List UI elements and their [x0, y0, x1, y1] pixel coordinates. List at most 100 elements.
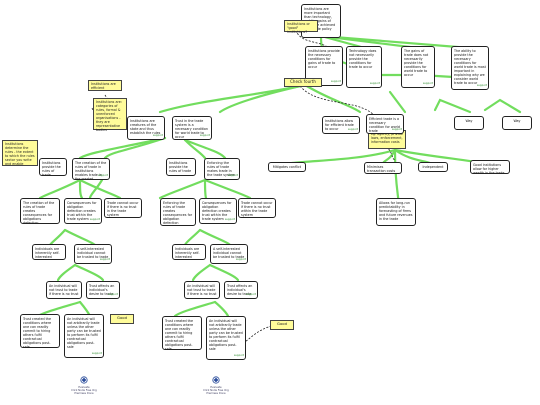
cannot-be-trusted-node[interactable]: A self-interested individual cannot be t… [74, 244, 112, 264]
node-text: Trust affects an individual's desire to … [89, 283, 115, 296]
mitigates-conflict-node[interactable]: Mitigates conflict [268, 162, 306, 172]
independent-node[interactable]: Independent [418, 162, 448, 172]
node-text: Mitigates conflict [272, 164, 302, 169]
note-text: Institutions are: categories of rules, f… [96, 100, 122, 132]
node-text: Way [513, 118, 521, 123]
note-institutions-definition[interactable]: Institutions are: categories of rules, f… [93, 98, 127, 132]
note-check-fourth[interactable]: Check fourth [284, 78, 322, 87]
creation-consequences-node[interactable]: The creation of the rules of trade creat… [20, 198, 60, 224]
support-tag: support [90, 217, 100, 221]
efficient-trade-node[interactable]: Efficient trade is a necessary condition… [366, 114, 404, 134]
node-text: A self-interested individual cannot be t… [213, 246, 245, 259]
evaluate-icon [212, 376, 220, 384]
evaluate-logo-left[interactable]: Evaluate Click Node Free Org Premises Do… [64, 376, 104, 395]
node-text: Institutions provide the rules of trade [42, 160, 61, 176]
self-interested-node[interactable]: Individuals are inherently self-interest… [172, 244, 206, 260]
trust-desire-node[interactable]: Trust affects an individual's desire to … [86, 281, 120, 299]
note-text: Institutions are efficient [91, 82, 116, 90]
arbitrary-trade-node[interactable]: An individual will not arbitrarily trade… [206, 316, 246, 360]
trust-conditions-node[interactable]: Trust created the conditions where one c… [162, 316, 202, 350]
institutions-efficient-trade-node[interactable]: Institutions allow for efficient trade t… [322, 116, 360, 134]
premise-node[interactable]: Institutions provide the necessary condi… [305, 46, 343, 86]
consequences-trust-node[interactable]: Consequences for obligation defection cr… [64, 198, 102, 224]
self-interested-node[interactable]: Individuals are inherently self-interest… [32, 244, 66, 260]
node-text: Institutions allow for efficient trade t… [325, 118, 354, 131]
note-text: eg. agency, private laws, enforcement, i… [371, 132, 403, 144]
node-text: Enforcing the rules of trade creates con… [163, 200, 193, 225]
node-text: Trade cannot occur if there is no trust … [107, 200, 139, 217]
trust-desire-node[interactable]: Trust affects an individual's desire to … [224, 281, 258, 299]
support-tag: support [246, 292, 256, 296]
premise-node[interactable]: Technology does not necessarily provide … [346, 46, 382, 88]
node-text: Good institutions allow for higher wealt… [473, 162, 505, 174]
node-text: Individuals are inherently self-interest… [175, 246, 200, 259]
node-text: A self-interested individual cannot be t… [77, 246, 109, 259]
node-text: Institutions provide the necessary condi… [308, 48, 340, 69]
no-trust-no-trade-node[interactable]: Trade cannot occur if there is no trust … [104, 198, 142, 218]
node-text: Way [465, 118, 473, 123]
support-tag: support [98, 173, 108, 177]
node-text: An individual will not trust to trade if… [49, 283, 79, 296]
rules-of-trade-node[interactable]: Institutions provide the rules of trade [39, 158, 67, 176]
no-trust-no-trade-node[interactable]: Trade cannot occur if there is no trust … [238, 198, 276, 218]
support-tag: support [477, 83, 487, 87]
way-node[interactable]: Way [454, 116, 484, 130]
note-institutions-efficient[interactable]: Institutions are efficient [88, 80, 122, 91]
node-text: An individual will not arbitrarily trade… [67, 316, 101, 350]
enforcing-rules-node[interactable]: Enforcing the rules of trade makes trade… [204, 158, 240, 180]
evaluate-icon [80, 376, 88, 384]
node-text: Allows for long-run predictability in fo… [379, 200, 413, 221]
support-tag: support [225, 217, 235, 221]
note-text: Institutions or "good" institutions? [287, 22, 310, 34]
evaluate-logo-right[interactable]: Evaluate Click Node Free Org Premises Do… [196, 376, 236, 395]
node-text: Enforcing the rules of trade makes trade… [207, 160, 236, 177]
trust-conditions-node[interactable]: Trust created the conditions where one c… [20, 314, 60, 348]
note-determine-rules[interactable]: Institutions determine the rules - the e… [2, 140, 38, 166]
support-tag: support [236, 257, 246, 261]
support-tag: support [228, 173, 238, 177]
support-tag: support [370, 81, 380, 85]
good-institutions-node[interactable]: Good institutions allow for higher wealt… [470, 160, 510, 174]
node-text: Minimises transaction costs [367, 164, 396, 173]
support-tag: support [392, 127, 402, 131]
node-text: Efficient trade is a necessary condition… [369, 116, 400, 133]
logo-text: Evaluate Click Node Free Org Premises Do… [203, 386, 229, 396]
premise-node[interactable]: The gains of trade does not necessarily … [401, 46, 435, 88]
support-tag: support [234, 353, 244, 357]
support-tag: support [153, 133, 163, 137]
node-text: Technology does not necessarily provide … [349, 48, 377, 69]
rules-of-trade-node[interactable]: Institutions provide the rules of trade [166, 158, 196, 176]
node-text: Trust in the trade system is a necessary… [175, 118, 209, 139]
logo-text: Evaluate Click Node Free Org Premises Do… [71, 386, 97, 396]
note-good-left[interactable]: Good [110, 314, 134, 324]
support-tag: support [92, 351, 102, 355]
way-node[interactable]: Way [502, 116, 532, 130]
note-good-right[interactable]: Good [270, 320, 294, 330]
node-text: Trade cannot occur if there is no trust … [241, 200, 273, 217]
predictability-node[interactable]: Allows for long-run predictability in fo… [376, 198, 416, 226]
rules-creation-node[interactable]: The creation of the rules of trade in in… [72, 158, 110, 180]
note-text: Check fourth [290, 79, 316, 84]
node-text: The creation of the rules of trade creat… [23, 200, 55, 224]
no-trust-individual-node[interactable]: An individual will not trust to trade if… [184, 281, 220, 299]
support-tag: support [108, 292, 118, 296]
node-text: Trust created the conditions where one c… [165, 318, 194, 350]
consequences-trust-node[interactable]: Consequences for obligation defection cr… [199, 198, 237, 224]
note-text: Institutions determine the rules - the e… [5, 142, 35, 166]
premise-node[interactable]: The ability to provide the necessary con… [451, 46, 489, 90]
institutions-creatures-node[interactable]: Institutions are creatures of the state … [127, 116, 165, 140]
cannot-be-trusted-node[interactable]: A self-interested individual cannot be t… [210, 244, 248, 264]
support-tag: support [100, 257, 110, 261]
enforcing-consequences-node[interactable]: Enforcing the rules of trade creates con… [160, 198, 196, 226]
node-text: Institutions are creatures of the state … [130, 118, 161, 135]
no-trust-individual-node[interactable]: An individual will not trust to trade if… [46, 281, 82, 299]
arbitrary-trade-node[interactable]: An individual will not arbitrarily trade… [64, 314, 104, 358]
note-text: Good [117, 315, 127, 320]
node-text: Trust affects an individual's desire to … [227, 283, 253, 296]
note-institutions-or-good[interactable]: Institutions or "good" institutions? [284, 20, 318, 34]
minimises-costs-node[interactable]: Minimises transaction costs [364, 162, 402, 174]
trust-condition-node[interactable]: Trust in the trade system is a necessary… [172, 116, 212, 140]
node-text: Institutions provide the rules of trade [169, 160, 192, 173]
node-text: The gains of trade does not necessarily … [404, 48, 429, 78]
